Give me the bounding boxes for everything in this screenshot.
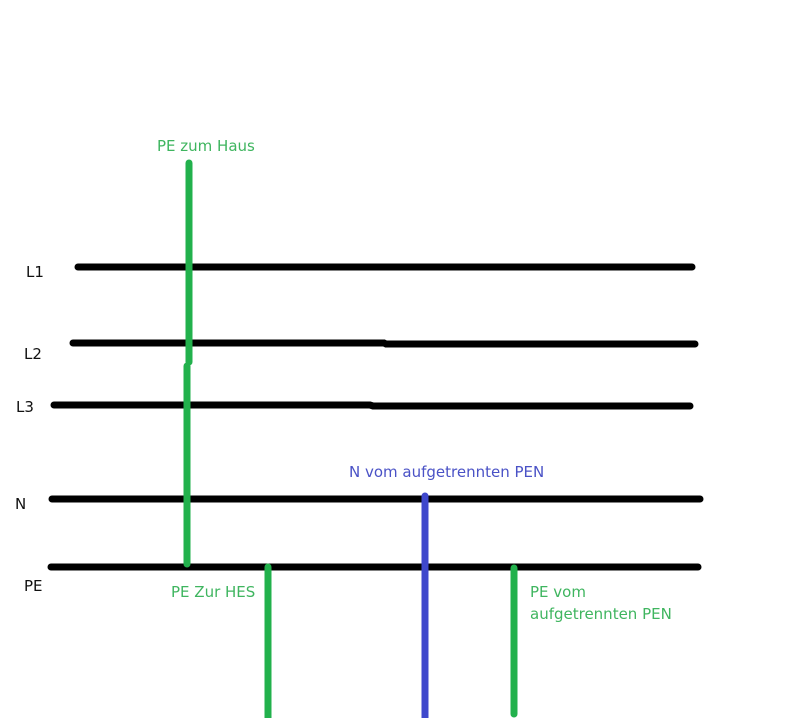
label-l1: L1 <box>26 263 44 281</box>
label-n: N <box>15 495 26 513</box>
label-l3: L3 <box>16 398 34 416</box>
label-pe-zum-haus: PE zum Haus <box>157 137 255 155</box>
label-pe-zur-hes: PE Zur HES <box>171 583 255 601</box>
label-n-vom-pen: N vom aufgetrennten PEN <box>349 463 544 481</box>
conductor-l2-line <box>69 339 699 348</box>
label-l2: L2 <box>24 345 42 363</box>
conductor-l3-line <box>50 401 694 410</box>
label-pe-vom-pen-line1: PE vom <box>530 583 586 601</box>
label-pe-vom-pen-line2: aufgetrennten PEN <box>530 605 672 623</box>
label-pe: PE <box>24 577 43 595</box>
